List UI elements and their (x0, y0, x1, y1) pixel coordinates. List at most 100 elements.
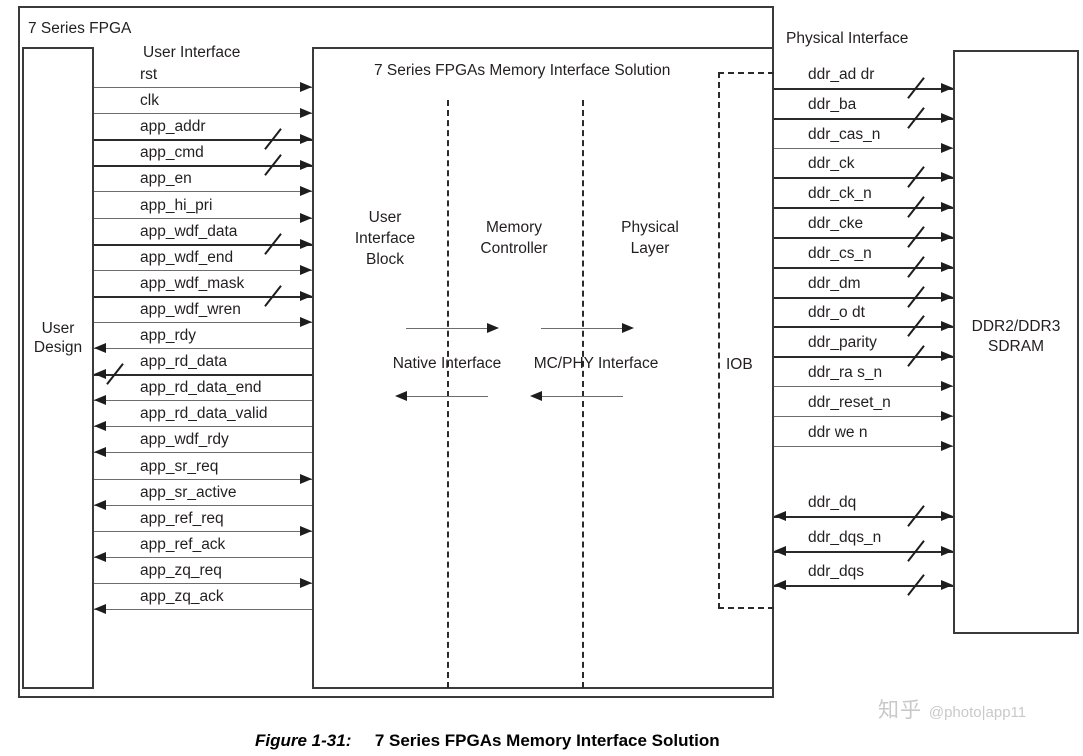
wire-ddr_parity (774, 356, 953, 359)
watermark-handle: @photo|app11 (928, 704, 1027, 721)
stage-physical-layer-line1: Physical (621, 219, 679, 236)
memory-interface-solution-box (312, 47, 774, 689)
arrowhead-right-clk (300, 108, 312, 119)
stage-memory-controller-line1: Memory (486, 219, 542, 236)
signal-label-app_zq_ack: app_zq_ack (140, 588, 224, 605)
arrowhead-right-app_wdf_mask (300, 290, 312, 301)
stage-memory-controller-line2: Controller (480, 240, 548, 257)
signal-label-ddr_dq: ddr_dq (808, 494, 857, 511)
arrowhead-right-ddr_dqs_n (941, 545, 953, 556)
arrowhead-left-app_rdy (94, 343, 106, 353)
arrowhead-right-ddr_cs_n (941, 261, 953, 272)
signal-label-ddr_we_n: ddr we n (808, 423, 868, 441)
user-design-label-line2: Design (33, 339, 83, 356)
stage-physical-layer-line2: Layer (630, 240, 670, 257)
signal-label-app_rd_data_valid: app_rd_data_valid (140, 405, 268, 423)
signal-label-ddr_dqs: ddr_dqs (808, 563, 865, 580)
signal-label-ddr_dqs_n: ddr_dqs_n (808, 528, 882, 546)
divider-mcphy-interface (582, 100, 584, 688)
arrowhead-right-rst (300, 82, 312, 92)
arrowhead-left-app_ref_ack (94, 551, 106, 562)
divider-native-interface (447, 100, 449, 688)
signal-label-ddr_cs_n: ddr_cs_n (808, 244, 872, 262)
figure-caption: Figure 1-31: 7 Series FPGAs Memory Inter… (255, 731, 720, 751)
wire-app_wdf_wren (94, 321, 312, 323)
wire-app_wdf_data (94, 243, 312, 246)
signal-label-app_rdy: app_rdy (140, 327, 197, 344)
wire-ddr_cs_n (774, 266, 953, 269)
wire-app_ref_ack (94, 556, 312, 558)
ddr-sdram-box (953, 50, 1079, 634)
signal-label-ddr_reset_n: ddr_reset_n (808, 393, 891, 411)
signal-label-ddr_ck: ddr_ck (808, 155, 855, 173)
sdram-label-line2: SDRAM (988, 338, 1044, 355)
signal-label-app_wdf_rdy: app_wdf_rdy (140, 431, 229, 449)
wire-ddr_dq (774, 516, 953, 518)
arrowhead-right-app_en (300, 186, 312, 197)
signal-label-app_sr_active: app_sr_active (140, 483, 237, 501)
user-design-box (22, 47, 94, 689)
wire-ddr_odt (774, 326, 953, 329)
wire-app_sr_active (94, 504, 312, 506)
stage-user-interface-block-line2: Interface (354, 230, 416, 247)
arrowhead-right-app_zq_req (300, 577, 312, 588)
wire-app_hi_pri (94, 217, 312, 219)
mcphy-interface-forward-arrowhead (622, 323, 634, 333)
arrowhead-left-app_sr_active (94, 499, 106, 510)
arrowhead-right-ddr_dm (941, 291, 953, 302)
stage-user-interface-block-line3: Block (366, 251, 404, 268)
arrowhead-right-app_wdf_data (300, 238, 312, 249)
signal-label-app_ref_ack: app_ref_ack (140, 535, 226, 553)
signal-label-ddr_cas_n: ddr_cas_n (808, 125, 881, 143)
fpga-outer-label: 7 Series FPGA (28, 20, 132, 37)
wire-ddr_ba (774, 117, 953, 120)
figure-title: 7 Series FPGAs Memory Interface Solution (374, 731, 720, 750)
sdram-label-line1: DDR2/DDR3 (971, 318, 1061, 335)
wire-app_zq_req (94, 582, 312, 584)
arrowhead-right-app_cmd (300, 160, 312, 171)
wire-ddr_cke (774, 237, 953, 239)
signal-label-ddr_ba: ddr_ba (808, 95, 857, 113)
wire-app_rd_data (94, 374, 312, 377)
signal-label-app_ref_req: app_ref_req (140, 509, 224, 527)
signal-label-ddr_addr: ddr_ad dr (808, 66, 875, 83)
mcphy-interface-forward-wire (541, 328, 623, 329)
wire-app_rdy (94, 348, 312, 349)
wire-app_wdf_mask (94, 295, 312, 298)
native-interface-forward-wire (406, 328, 488, 329)
native-interface-reverse-arrowhead (395, 391, 407, 401)
wire-ddr_addr (774, 88, 953, 90)
arrowhead-right-ddr_dqs (941, 580, 953, 590)
arrowhead-right-ddr_cas_n (941, 142, 953, 153)
wire-app_ref_req (94, 530, 312, 532)
arrowhead-right-ddr_parity (941, 351, 953, 362)
arrowhead-right-app_hi_pri (300, 212, 312, 223)
wire-rst (94, 87, 312, 88)
signal-label-ddr_ras_n: ddr_ra s_n (808, 364, 883, 381)
signal-label-app_wdf_mask: app_wdf_mask (140, 274, 245, 292)
native-interface-forward-arrowhead (487, 323, 499, 333)
native-interface-label: Native Interface (392, 355, 502, 372)
physical-interface-header: Physical Interface (786, 30, 909, 47)
wire-ddr_cas_n (774, 147, 953, 149)
arrowhead-left-app_wdf_rdy (94, 447, 106, 458)
arrowhead-right-ddr_cke (941, 232, 953, 242)
arrowhead-left-ddr_dqs (774, 580, 786, 590)
arrowhead-right-ddr_we_n (941, 440, 953, 451)
wire-app_en (94, 191, 312, 193)
wire-app_wdf_end (94, 269, 312, 271)
signal-label-app_rd_data_end: app_rd_data_end (140, 379, 262, 397)
signal-label-app_wdf_wren: app_wdf_wren (140, 300, 241, 318)
wire-ddr_ck (774, 177, 953, 180)
signal-label-app_zq_req: app_zq_req (140, 561, 222, 579)
arrowhead-right-ddr_odt (941, 321, 953, 332)
signal-label-app_rd_data: app_rd_data (140, 353, 228, 371)
arrowhead-right-ddr_addr (941, 83, 953, 93)
signal-label-ddr_dm: ddr_dm (808, 274, 861, 292)
native-interface-reverse-wire (406, 396, 488, 397)
wire-app_rd_data_valid (94, 426, 312, 428)
iob-dashed-left (718, 72, 720, 609)
user-interface-header: User Interface (143, 44, 241, 61)
user-design-label-line1: User (41, 320, 75, 337)
